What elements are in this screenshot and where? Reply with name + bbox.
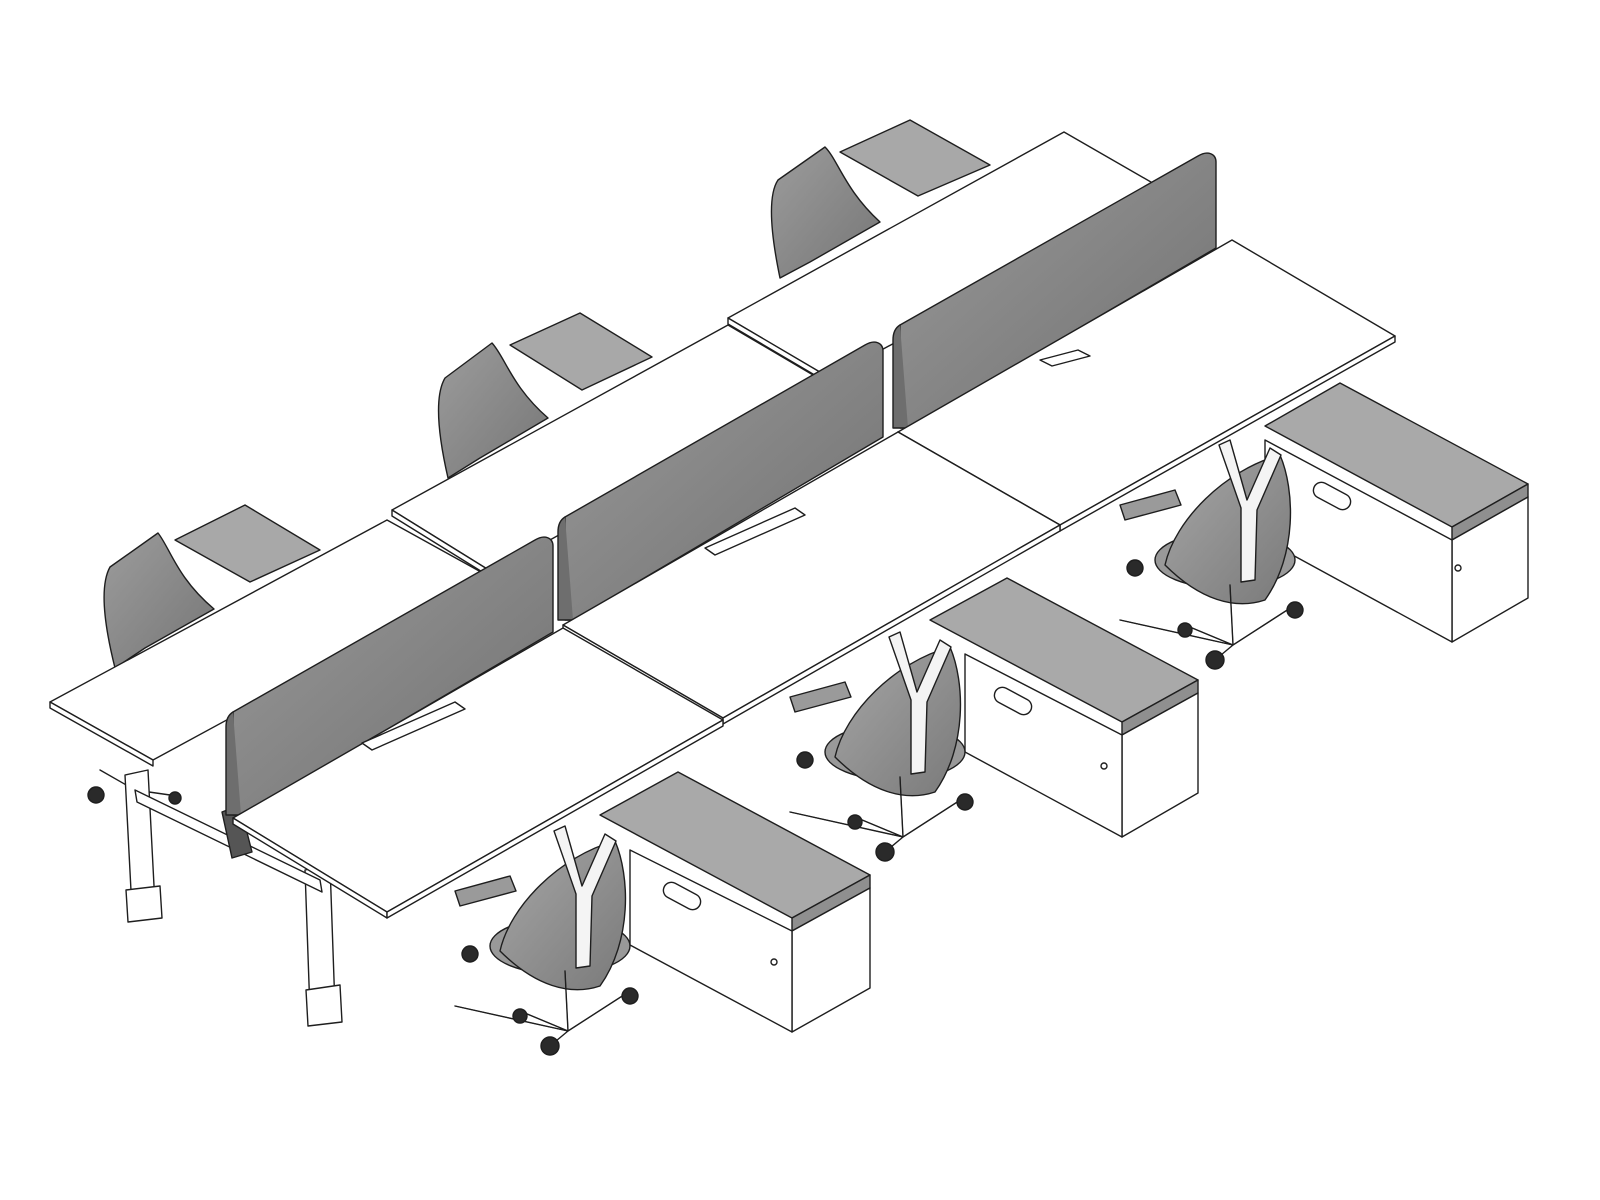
lock: [770, 958, 778, 966]
desk-front-left: [232, 627, 724, 919]
desktop-edge: [386, 719, 724, 919]
task-chair-middle: [789, 631, 974, 862]
chair-back: [770, 146, 881, 279]
armrest: [454, 875, 517, 907]
side-chair-back-2: [437, 312, 653, 479]
privacy-screen-middle: [557, 341, 884, 621]
cable-port: [1039, 349, 1091, 367]
task-chair-right: [1119, 439, 1304, 670]
cable-port: [361, 701, 466, 751]
y-frame: [888, 631, 952, 775]
chair-seat: [174, 504, 321, 583]
storage-bench-right: [1264, 382, 1529, 643]
leg-foot: [305, 984, 343, 1027]
storage-bench-middle: [929, 577, 1199, 838]
task-chair-left: [454, 825, 639, 1056]
lock: [1100, 762, 1108, 770]
cable-port: [704, 507, 806, 556]
side-chair-back-3: [770, 119, 991, 279]
desk-leg-frame-left: [124, 769, 343, 1027]
chair-base-under-desk: [87, 769, 182, 805]
armrest: [1119, 489, 1182, 521]
chair-seat: [839, 119, 991, 197]
lock: [1454, 564, 1462, 572]
drawer-handle: [993, 686, 1033, 716]
side-chair-back-1: [103, 504, 321, 669]
drawer-handle: [662, 881, 702, 911]
leg-foot: [125, 885, 163, 923]
chair-back: [437, 342, 549, 479]
y-frame: [1218, 439, 1282, 583]
chair-back: [103, 532, 215, 669]
desktop-edge: [49, 701, 154, 767]
armrest: [789, 681, 852, 713]
chair-seat: [509, 312, 653, 391]
storage-bench-left: [599, 771, 871, 1033]
drawer-handle: [1312, 481, 1352, 511]
y-frame: [553, 825, 617, 969]
